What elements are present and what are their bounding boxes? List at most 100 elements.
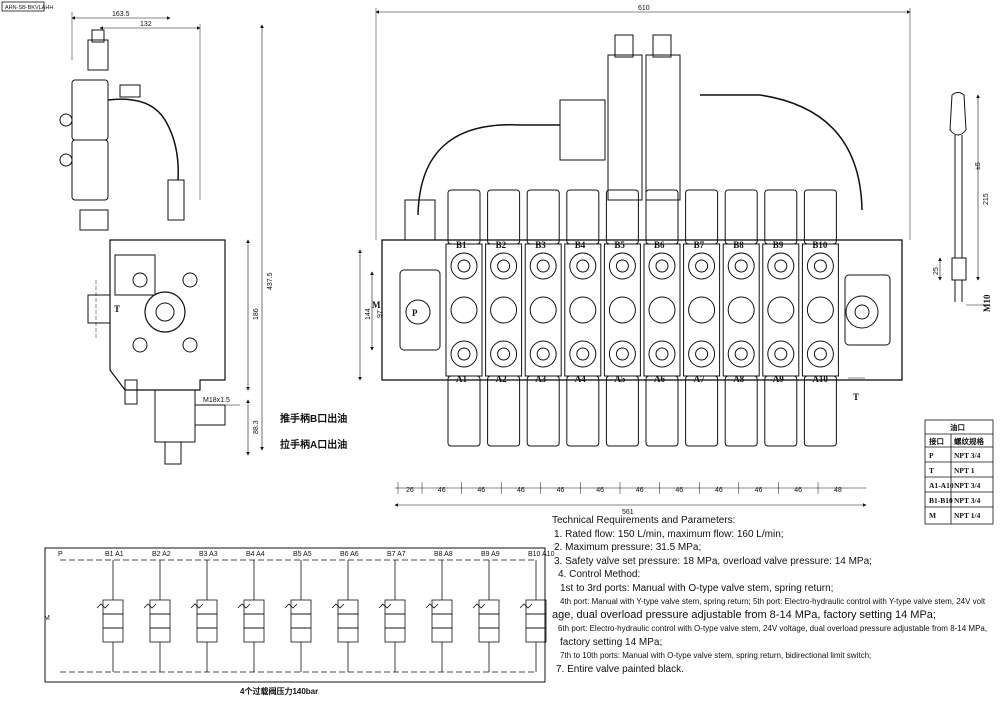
schematic-spool (472, 560, 500, 672)
port-label-b: B1 (456, 240, 467, 250)
port-b-circle (688, 252, 716, 280)
front-cable-left (417, 124, 560, 216)
schematic-spool (143, 560, 171, 672)
dim-side-stroke: 88.3 (253, 420, 260, 434)
section-mid-circle (529, 296, 557, 324)
port-b-circle (727, 252, 755, 280)
section-bottom-cap (447, 375, 481, 447)
port-label-b: B4 (575, 240, 586, 250)
port-label-a: A1 (456, 374, 467, 384)
schematic-top-label: B9 A9 (481, 551, 500, 558)
note-line: 7. Entire valve painted black. (556, 663, 684, 675)
schematic-spool (425, 560, 453, 672)
port-a-circle (767, 340, 795, 368)
dim-handle-tip: 25 (933, 267, 940, 275)
schematic-spool (190, 560, 218, 672)
side-main-body (109, 239, 226, 391)
dim-handle-length: 215 (983, 193, 990, 205)
dim-side-thread: M18x1.5 (203, 397, 230, 404)
port-label-a: A2 (496, 374, 507, 384)
front-inlet-block (399, 269, 441, 351)
section-top-cap (566, 189, 600, 245)
side-cable (107, 98, 179, 181)
section-bottom-cap (685, 375, 719, 447)
schematic-top-label: B6 A6 (340, 551, 359, 558)
note-line: 4th port: Manual with Y-type valve stem,… (560, 597, 986, 606)
side-view (59, 12, 264, 465)
valve-section (643, 189, 681, 447)
port-table-cell-port: M (929, 511, 936, 520)
section-mid-circle (727, 296, 755, 324)
side-port-t: T (114, 304, 120, 314)
dim-handle-tolerance: ±5 (975, 162, 982, 170)
front-outlet-block (844, 274, 891, 346)
dim-side-body: 186 (253, 308, 260, 320)
schematic-top-label: B3 A3 (199, 551, 218, 558)
section-top-cap (487, 189, 521, 245)
port-a-circle (688, 340, 716, 368)
section-top-cap (605, 189, 639, 245)
port-table-cell-thread: NPT 1/4 (954, 511, 981, 520)
technical-notes: Technical Requirements and Parameters: 1… (552, 514, 992, 676)
port-label-b: B7 (694, 240, 705, 250)
section-bottom-cap (803, 375, 837, 447)
schematic-spool (96, 560, 124, 672)
note-line: 1. Rated flow: 150 L/min, maximum flow: … (554, 528, 784, 540)
note-line: 4. Control Method: (558, 569, 641, 580)
pitch-value: 46 (557, 487, 565, 494)
port-table-title: 油口 (950, 422, 965, 432)
section-mid-circle (648, 296, 676, 324)
port-label-a: A7 (694, 374, 705, 384)
note-line: 1st to 3rd ports: Manual with O-type val… (560, 582, 834, 594)
port-label-a: A6 (654, 374, 665, 384)
port-b-circle (529, 252, 557, 280)
handle-grip (949, 92, 967, 136)
port-label-b: B10 (812, 240, 828, 250)
section-top-cap (447, 189, 481, 245)
section-bottom-cap (526, 375, 560, 447)
front-pilot-b (645, 54, 681, 201)
section-mid-circle (608, 296, 636, 324)
port-b-circle (767, 252, 795, 280)
port-label-a: A4 (575, 374, 586, 384)
port-a-circle (727, 340, 755, 368)
section-top-cap (724, 189, 758, 245)
schematic-top-label: B5 A5 (293, 551, 312, 558)
port-table-cell-port: B1-B10 (929, 496, 953, 505)
dim-side-top-outer: 163.5 (112, 11, 130, 18)
side-label-pull: 拉手柄A口出油 (280, 438, 347, 451)
port-label-b: B5 (614, 240, 625, 250)
pitch-value: 46 (596, 487, 604, 494)
dim-side-top-inner: 132 (140, 21, 152, 28)
side-solenoid-upper (71, 79, 109, 141)
side-top-nut (87, 39, 109, 71)
pitch-value: 46 (755, 487, 763, 494)
port-a-circle (490, 340, 518, 368)
schematic-spool (237, 560, 265, 672)
front-inlet-top (404, 199, 436, 241)
schematic-caption: 4个过载阀压力140bar (240, 686, 318, 696)
handle-tip (951, 257, 967, 281)
front-view (358, 8, 911, 507)
schematic-m-label: M (44, 615, 50, 622)
valve-section (722, 189, 760, 447)
dim-handle-thread: M10 (982, 294, 992, 312)
port-a-circle (450, 340, 478, 368)
front-outlet-port (845, 295, 879, 329)
pitch-value: 46 (438, 487, 446, 494)
note-line: 7th to 10th ports: Manual with O-type va… (560, 651, 872, 660)
schematic-top-label: B4 A4 (246, 551, 265, 558)
schematic-top-label: B1 A1 (105, 551, 124, 558)
section-top-cap (526, 189, 560, 245)
drawing-code-box (1, 1, 45, 12)
port-a-circle (569, 340, 597, 368)
valve-section (485, 189, 523, 447)
schematic-top-label: B2 A2 (152, 551, 171, 558)
pitch-value: 46 (794, 487, 802, 494)
side-label-push: 推手柄B口出油 (280, 412, 347, 425)
port-label-a: A9 (773, 374, 784, 384)
port-table-cell-port: P (929, 451, 934, 460)
side-lower-solenoid (154, 389, 196, 443)
port-label-b: B2 (496, 240, 507, 250)
